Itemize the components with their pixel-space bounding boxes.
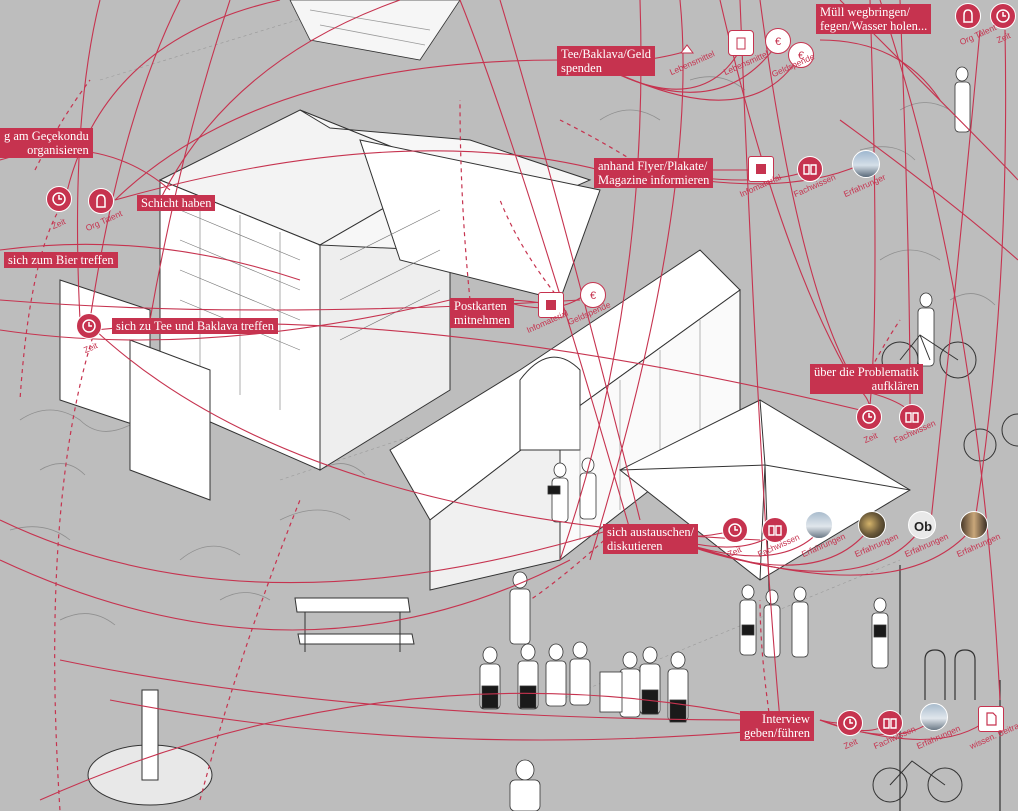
- book-icon-austauschen: [762, 517, 788, 543]
- label-schicht-haben: Schicht haben: [137, 195, 216, 211]
- label-tee-treffen: sich zu Tee und Baklava treffen: [112, 318, 278, 334]
- svg-text:€: €: [775, 36, 781, 48]
- label-tee-spenden: Tee/Baklava/Geld spenden: [557, 46, 656, 76]
- erfahrungen-photo-1: [852, 150, 880, 178]
- svg-text:€: €: [590, 290, 596, 302]
- document-icon: [978, 706, 1004, 732]
- money-icon-2: €: [788, 42, 814, 68]
- people-crowd: [479, 66, 971, 811]
- money-icon-postkarten: €: [580, 282, 606, 308]
- erfahrungen-photo-6: [920, 703, 948, 731]
- erfahrungen-photo-5: [960, 511, 988, 539]
- book-icon-problematik: [899, 404, 925, 430]
- svg-text:Ob: Ob: [914, 519, 932, 534]
- talent-icon-schicht: [88, 188, 114, 214]
- book-icon-interview: [877, 710, 903, 736]
- book-icon: [797, 156, 823, 182]
- erfahrungen-photo-3: [858, 511, 886, 539]
- label-muell-wegbringen: Müll wegbringen/ fegen/Wasser holen...: [816, 4, 932, 34]
- clock-icon-problematik: [856, 404, 882, 430]
- label-flyer-informieren: anhand Flyer/Plakate/ Magazine informier…: [594, 158, 714, 188]
- erfahrungen-photo-2: [805, 511, 833, 539]
- label-postkarten: Postkarten mitnehmen: [450, 298, 515, 328]
- infomaterial-icon-2: [538, 292, 564, 318]
- money-icon: €: [765, 28, 791, 54]
- food-icon: [674, 36, 700, 62]
- clock-icon-austauschen: [722, 517, 748, 543]
- bench: [294, 597, 415, 652]
- clock-icon: [990, 3, 1016, 29]
- label-austauschen: sich austauschen/ diskutieren: [603, 524, 699, 554]
- label-bier-treffen: sich zum Bier treffen: [4, 252, 118, 268]
- label-gecekondu-organisieren: g am Geçekondu organisieren: [0, 128, 93, 158]
- svg-text:€: €: [798, 50, 804, 62]
- clock-icon-tee: [76, 313, 102, 339]
- clock-icon-schicht: [46, 186, 72, 212]
- umbrella: [619, 399, 911, 621]
- label-problematik: über die Problematik aufklären: [810, 364, 923, 394]
- label-interview: Interview geben/führen: [740, 711, 814, 741]
- clock-icon-interview: [837, 710, 863, 736]
- infomaterial-icon: [748, 156, 774, 182]
- erfahrungen-photo-4: Ob: [908, 511, 936, 539]
- jar-icon: [728, 30, 754, 56]
- talent-icon: [955, 3, 981, 29]
- pavilion: [389, 249, 741, 591]
